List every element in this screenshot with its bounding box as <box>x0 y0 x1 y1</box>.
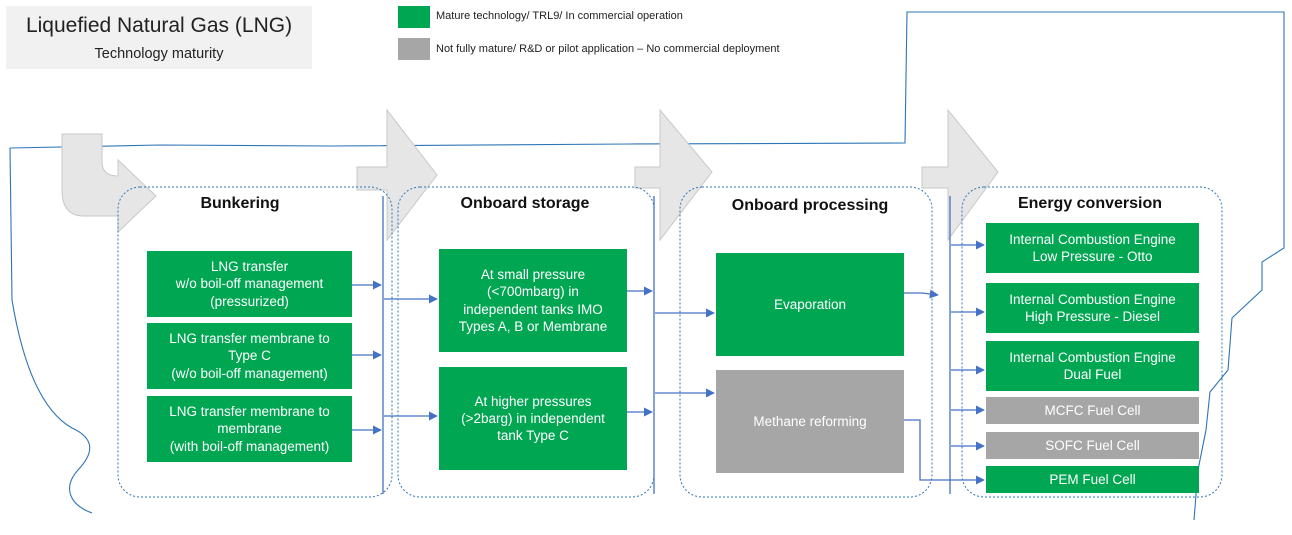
processing-frame <box>679 186 933 498</box>
conversion-item-sofc: SOFC Fuel Cell <box>986 432 1199 459</box>
page-title: Liquefied Natural Gas (LNG) <box>25 14 293 37</box>
legend-label-not-mature: Not fully mature/ R&D or pilot applicati… <box>436 43 780 55</box>
storage-frame <box>397 186 655 498</box>
storage-item-higher-pressure: At higher pressures (>2barg) in independ… <box>439 367 627 470</box>
conversion-item-ice-dual-fuel: Internal Combustion Engine Dual Fuel <box>986 341 1199 391</box>
arrow-to-conversion <box>921 108 999 242</box>
arrow-to-processing <box>634 108 713 242</box>
process-arrows <box>61 108 999 242</box>
bunkering-frame <box>117 186 393 498</box>
stage-title-processing: Onboard processing <box>731 197 889 214</box>
legend-swatch-mature <box>398 6 430 28</box>
legend-swatch-not-mature <box>398 38 430 60</box>
conversion-item-mcfc: MCFC Fuel Cell <box>986 397 1199 424</box>
processing-item-methane-reforming: Methane reforming <box>716 370 904 473</box>
entry-arrow <box>61 133 157 234</box>
conversion-item-pem: PEM Fuel Cell <box>986 466 1199 493</box>
processing-item-evaporation: Evaporation <box>716 253 904 356</box>
page-subtitle: Technology maturity <box>94 46 224 62</box>
legend-label-mature: Mature technology/ TRL9/ In commercial o… <box>436 10 683 22</box>
stage-title-conversion: Energy conversion <box>1017 195 1163 212</box>
stage-title-storage: Onboard storage <box>460 195 590 212</box>
conversion-item-ice-otto: Internal Combustion Engine Low Pressure … <box>986 223 1199 273</box>
conversion-frame <box>961 186 1223 498</box>
bunkering-item-pressurized: LNG transfer w/o boil-off management (pr… <box>147 251 352 317</box>
bunkering-item-membrane-to-membrane: LNG transfer membrane to membrane (with … <box>147 396 352 462</box>
storage-item-small-pressure: At small pressure (<700mbarg) in indepen… <box>439 249 627 352</box>
bunkering-item-membrane-to-type-c: LNG transfer membrane to Type C (w/o boi… <box>147 323 352 389</box>
conversion-item-ice-diesel: Internal Combustion Engine High Pressure… <box>986 283 1199 333</box>
ship-outline <box>9 11 1285 521</box>
arrow-to-storage <box>356 108 438 242</box>
stage-title-bunkering: Bunkering <box>200 195 280 212</box>
title-box: Liquefied Natural Gas (LNG) Technology m… <box>6 6 312 69</box>
